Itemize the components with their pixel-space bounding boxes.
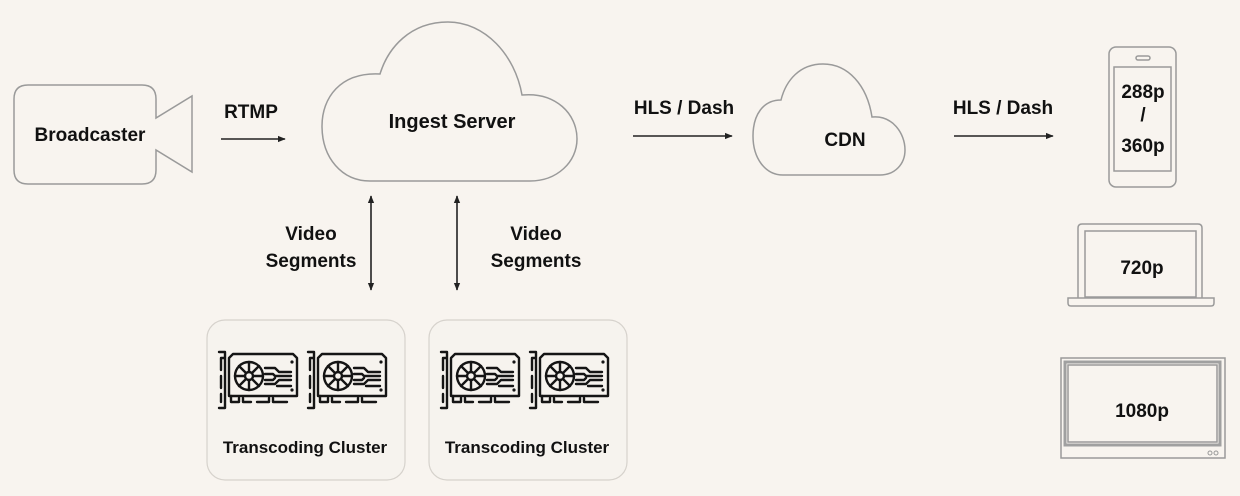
broadcaster-label: Broadcaster [35,125,146,146]
segments-2-line1: Video [510,224,561,245]
laptop-icon [1067,223,1215,307]
segments-1-line1: Video [285,224,336,245]
ingest-server-label: Ingest Server [389,111,516,133]
cluster-2-box [428,319,628,481]
phone-res-2: 360p [1121,136,1164,157]
segments-edge-1: Video Segments [266,195,375,291]
broadcaster-node: Broadcaster [13,84,193,185]
video-camera-icon [13,84,193,185]
cluster-1-box [206,319,406,481]
tv-device: 1080p [1060,357,1226,459]
cdn-node: CDN [752,63,906,176]
phone-res-1: 288p [1121,82,1164,103]
segments-1-line2: Segments [266,251,357,272]
tv-res: 1080p [1115,401,1169,422]
rtmp-label: RTMP [224,102,278,123]
laptop-device: 720p [1067,223,1215,307]
rtmp-edge: RTMP [221,102,286,143]
phone-res-sep: / [1140,105,1146,126]
transcoding-cluster-1: Transcoding Cluster [206,319,406,481]
cluster-2-label: Transcoding Cluster [445,438,610,457]
tv-icon [1060,357,1226,459]
hls-edge-cdn-to-devices: HLS / Dash [953,98,1054,140]
hls-label-1: HLS / Dash [634,98,734,119]
cdn-label: CDN [824,130,865,151]
smartphone-icon [1108,46,1177,188]
segments-2-line2: Segments [491,251,582,272]
cloud-icon [752,63,906,176]
segments-edge-2: Video Segments [453,195,582,291]
hls-edge-ingest-to-cdn: HLS / Dash [633,98,734,140]
hls-label-2: HLS / Dash [953,98,1053,119]
transcoding-cluster-2: Transcoding Cluster [428,319,628,481]
laptop-res: 720p [1120,258,1163,279]
cluster-1-label: Transcoding Cluster [223,438,388,457]
phone-device: 288p / 360p [1108,46,1177,188]
ingest-server-node: Ingest Server [321,21,578,182]
cloud-icon [321,21,578,182]
